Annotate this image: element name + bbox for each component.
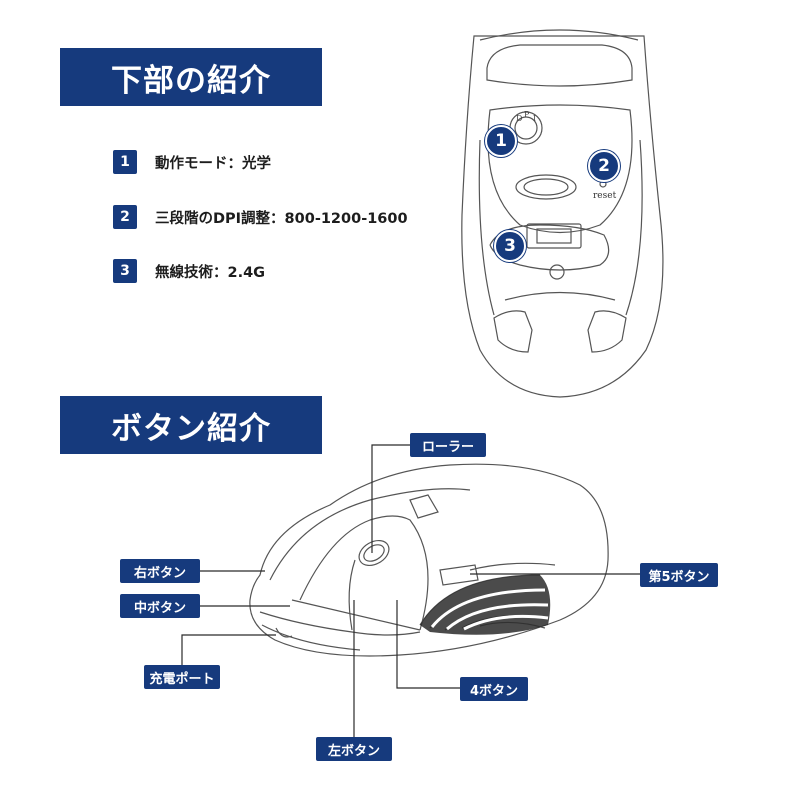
spec-text: 無線技術：2.4G xyxy=(155,264,266,281)
callout-3: 3 xyxy=(494,230,526,262)
spec-number: 1 xyxy=(113,150,137,174)
optical-sensor-window xyxy=(515,174,577,200)
leader-charge xyxy=(181,634,276,676)
spec-number: 2 xyxy=(113,205,137,229)
leader-roller xyxy=(371,444,410,553)
callout-1: 1 xyxy=(485,125,517,157)
label-fourth-button: 4ボタン xyxy=(460,677,528,701)
dpi-letter-d: D xyxy=(516,114,522,123)
side-button-5 xyxy=(439,564,479,586)
dpi-letter-i: I xyxy=(533,114,536,123)
mouse-bottom-outline xyxy=(461,35,664,398)
label-fifth-button: 第5ボタン xyxy=(640,563,718,587)
mouse-side-outline xyxy=(249,463,609,657)
spec-row-dpi: 2 三段階のDPI調整：800-1200-1600 xyxy=(113,205,408,229)
scroll-wheel xyxy=(358,539,390,567)
section-title-bottom: 下部の紹介 xyxy=(60,48,322,106)
label-right-button: 右ボタン xyxy=(120,559,200,583)
callout-2: 2 xyxy=(588,150,620,182)
spec-row-mode: 1 動作モード：光学 xyxy=(113,150,271,174)
charging-port xyxy=(275,627,293,638)
label-roller: ローラー xyxy=(410,433,486,457)
dpi-letter-p: P xyxy=(524,110,530,119)
leader-fourth xyxy=(396,600,460,689)
label-left-button: 左ボタン xyxy=(316,737,392,761)
spec-number: 3 xyxy=(113,259,137,283)
spec-text: 三段階のDPI調整：800-1200-1600 xyxy=(155,210,408,227)
label-middle-button: 中ボタン xyxy=(120,594,200,618)
power-switch xyxy=(526,223,582,249)
spec-row-wireless: 3 無線技術：2.4G xyxy=(113,259,265,283)
label-charging-port: 充電ポート xyxy=(144,665,220,689)
section-title-buttons: ボタン紹介 xyxy=(60,396,322,454)
reset-label: reset xyxy=(593,191,617,201)
spec-text: 動作モード：光学 xyxy=(155,155,271,172)
